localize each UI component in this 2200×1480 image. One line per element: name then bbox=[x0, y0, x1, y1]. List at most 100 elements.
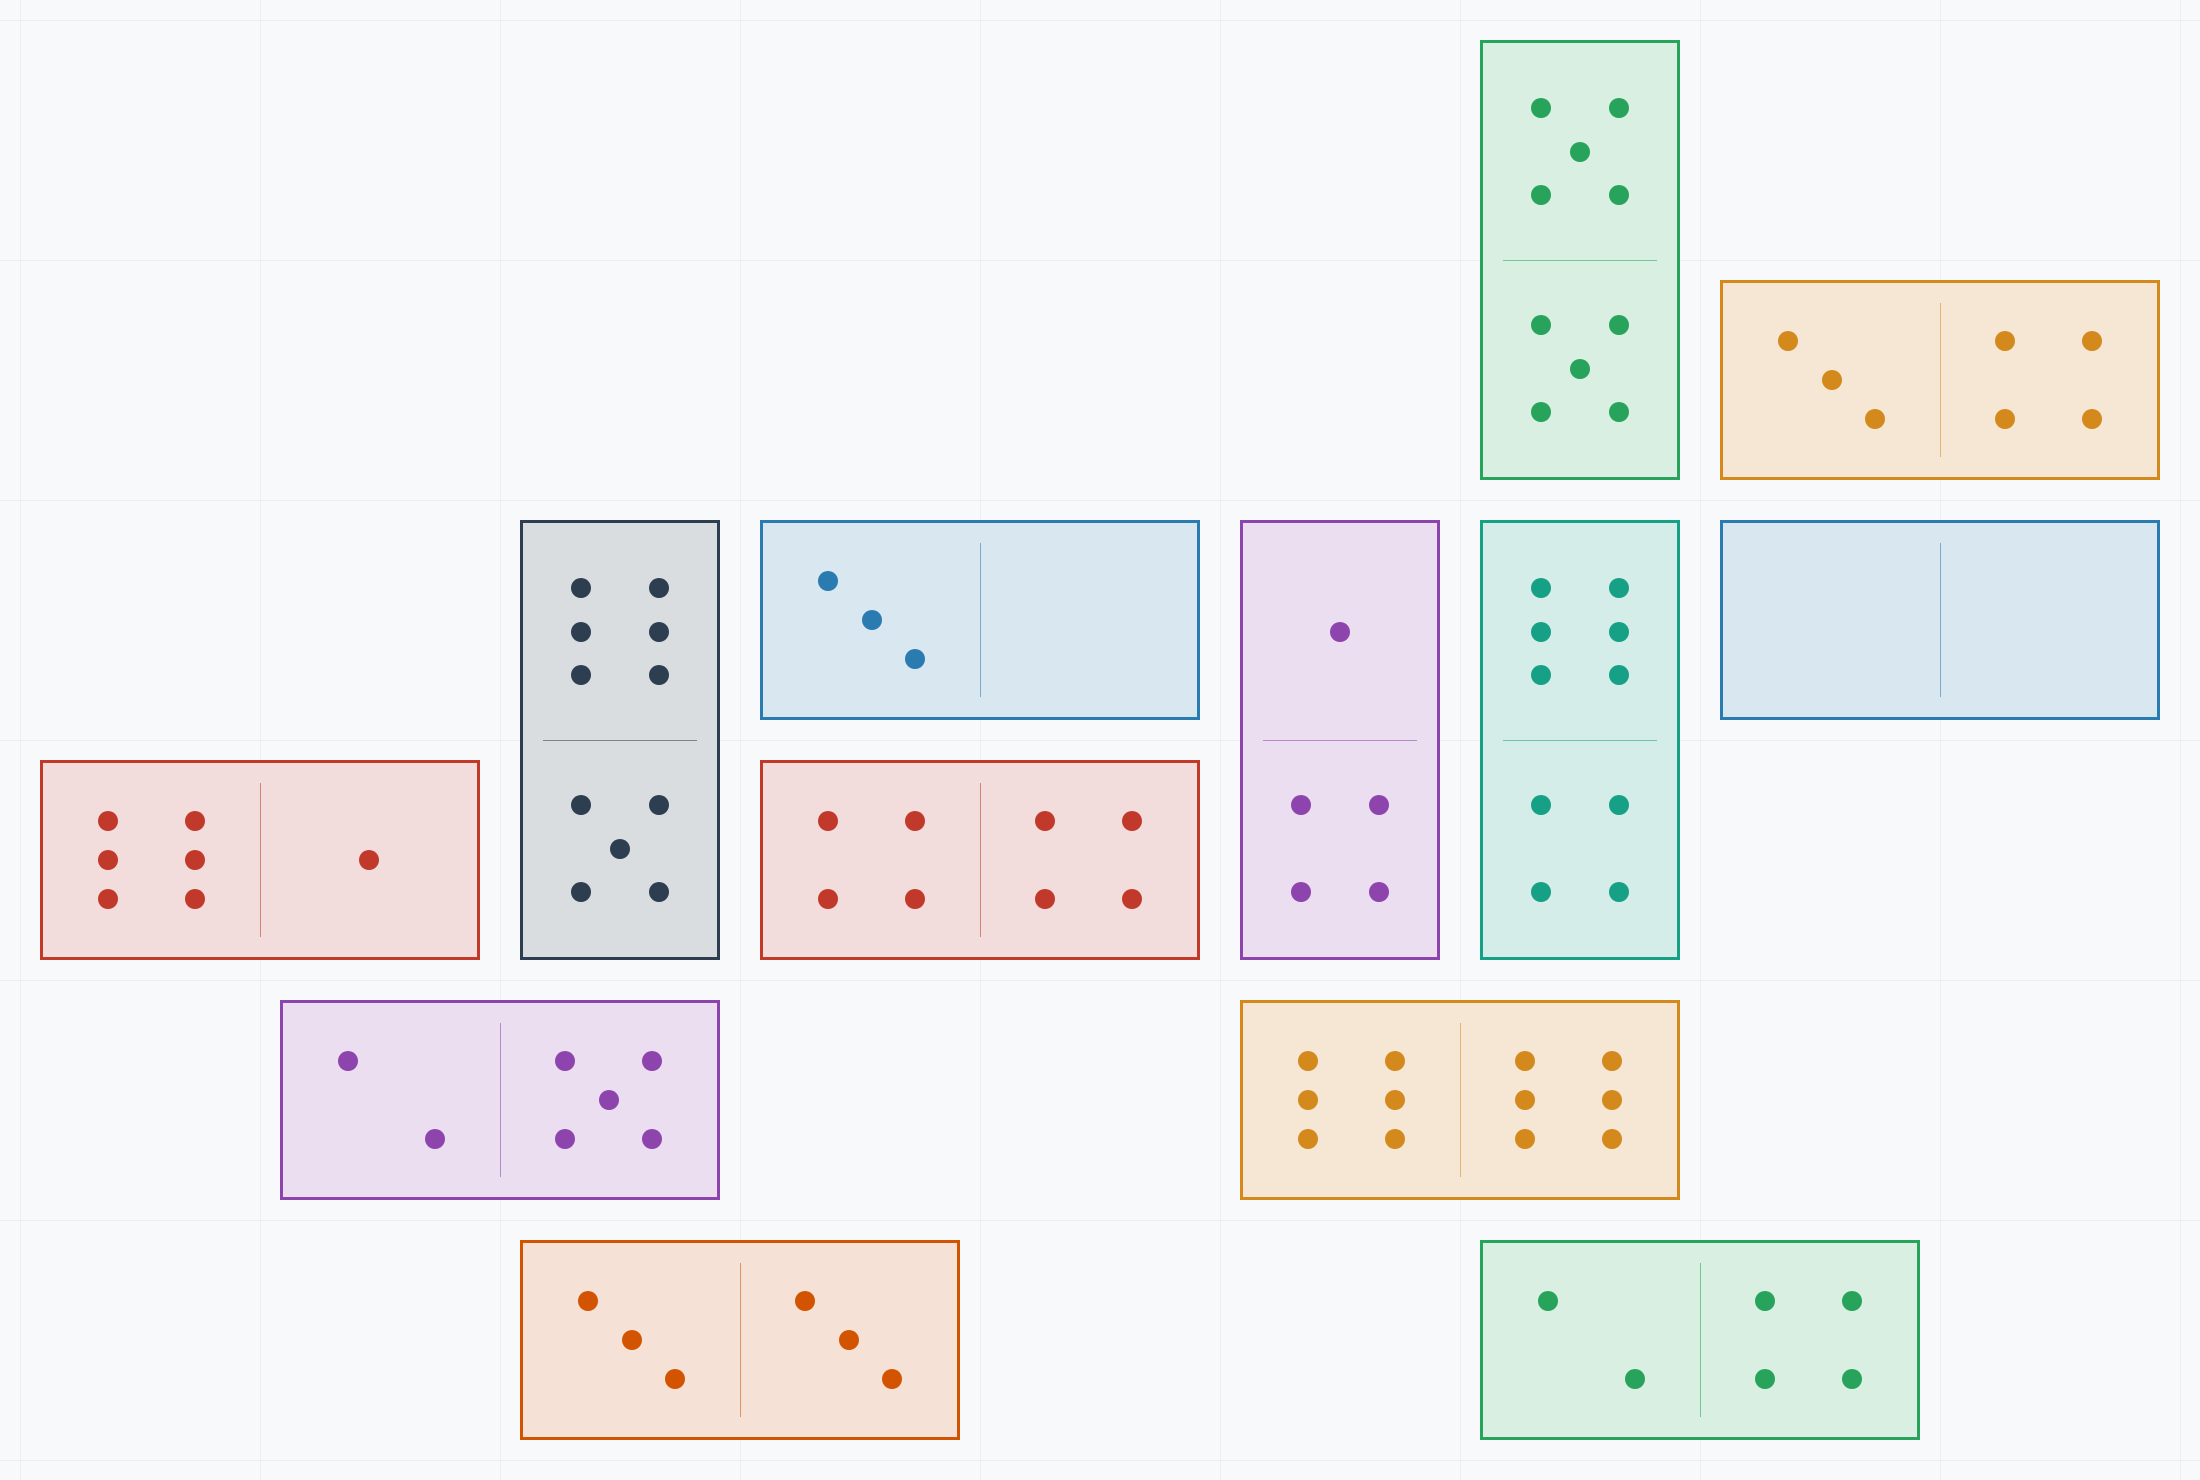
pip bbox=[1531, 315, 1552, 336]
domino-divider bbox=[1939, 543, 1941, 697]
domino-1-4[interactable] bbox=[1240, 520, 1440, 960]
pip bbox=[1384, 1090, 1405, 1110]
pip bbox=[1608, 98, 1629, 119]
pip bbox=[838, 1330, 859, 1350]
pip bbox=[1778, 331, 1799, 352]
pip bbox=[184, 811, 205, 832]
pip bbox=[184, 888, 205, 909]
domino-5-5[interactable] bbox=[1480, 40, 1680, 480]
pip bbox=[1531, 664, 1552, 685]
pip bbox=[1821, 370, 1842, 390]
domino-2-4[interactable] bbox=[1480, 1240, 1920, 1440]
pip bbox=[358, 850, 379, 870]
pip bbox=[98, 888, 119, 909]
pip bbox=[1298, 1128, 1319, 1149]
pip bbox=[1538, 1291, 1559, 1312]
pip bbox=[1608, 621, 1629, 642]
domino-half-b bbox=[1940, 523, 2157, 717]
domino-6-6[interactable] bbox=[1240, 1000, 1680, 1200]
domino-6-4[interactable] bbox=[1480, 520, 1680, 960]
pip bbox=[1608, 578, 1629, 599]
domino-0-0[interactable] bbox=[1720, 520, 2160, 720]
domino-half-b bbox=[500, 1003, 717, 1197]
domino-half-a bbox=[763, 763, 980, 957]
domino-2-5[interactable] bbox=[280, 1000, 720, 1200]
domino-half-a bbox=[1243, 1003, 1460, 1197]
domino-half-b bbox=[1940, 283, 2157, 477]
pip bbox=[1531, 881, 1552, 902]
domino-divider bbox=[1503, 739, 1657, 741]
pip bbox=[648, 881, 669, 902]
pip bbox=[1755, 1291, 1776, 1312]
pip bbox=[648, 621, 669, 642]
pip bbox=[98, 811, 119, 832]
pip bbox=[571, 881, 592, 902]
domino-divider bbox=[1699, 1263, 1701, 1417]
pip bbox=[1570, 358, 1590, 379]
domino-divider bbox=[1939, 303, 1941, 457]
pip bbox=[861, 610, 882, 630]
pip bbox=[641, 1128, 662, 1149]
pip bbox=[1298, 1051, 1319, 1072]
domino-half-a bbox=[43, 763, 260, 957]
domino-3-0[interactable] bbox=[760, 520, 1200, 720]
pip bbox=[1368, 881, 1389, 902]
pip bbox=[881, 1368, 902, 1389]
domino-divider bbox=[259, 783, 261, 937]
pip bbox=[555, 1128, 576, 1149]
pip bbox=[184, 850, 205, 870]
pip bbox=[1608, 664, 1629, 685]
pip bbox=[1995, 331, 2016, 352]
pip bbox=[1515, 1090, 1536, 1110]
pip bbox=[641, 1051, 662, 1072]
domino-3-4[interactable] bbox=[1720, 280, 2160, 480]
pip bbox=[571, 664, 592, 685]
pip bbox=[1608, 184, 1629, 205]
domino-half-a bbox=[1723, 283, 1940, 477]
pip bbox=[1755, 1368, 1776, 1389]
pip bbox=[1531, 621, 1552, 642]
domino-half-a bbox=[1483, 1243, 1700, 1437]
pip bbox=[1298, 1090, 1319, 1110]
domino-divider bbox=[1459, 1023, 1461, 1177]
pip bbox=[1608, 881, 1629, 902]
domino-divider bbox=[1503, 259, 1657, 261]
pip bbox=[1531, 578, 1552, 599]
pip bbox=[904, 811, 925, 832]
domino-half-a bbox=[1243, 523, 1437, 740]
domino-half-a bbox=[283, 1003, 500, 1197]
domino-6-1[interactable] bbox=[40, 760, 480, 960]
pip bbox=[1601, 1128, 1622, 1149]
pip bbox=[664, 1368, 685, 1389]
domino-3-3[interactable] bbox=[520, 1240, 960, 1440]
domino-half-a bbox=[1723, 523, 1940, 717]
domino-4-4[interactable] bbox=[760, 760, 1200, 960]
pip bbox=[338, 1051, 359, 1072]
pip bbox=[1601, 1051, 1622, 1072]
pip bbox=[648, 795, 669, 816]
pip bbox=[1624, 1368, 1645, 1389]
pip bbox=[1570, 141, 1590, 162]
pip bbox=[1608, 795, 1629, 816]
domino-half-a bbox=[523, 523, 717, 740]
pip bbox=[1841, 1291, 1862, 1312]
pip bbox=[2081, 331, 2102, 352]
pip bbox=[571, 578, 592, 599]
domino-half-b bbox=[980, 763, 1197, 957]
domino-half-b bbox=[260, 763, 477, 957]
pip bbox=[571, 795, 592, 816]
pip bbox=[1531, 98, 1552, 119]
domino-half-b bbox=[1700, 1243, 1917, 1437]
pip bbox=[1330, 621, 1350, 642]
pip bbox=[555, 1051, 576, 1072]
domino-half-b bbox=[740, 1243, 957, 1437]
pip bbox=[571, 621, 592, 642]
pip bbox=[1368, 795, 1389, 816]
pip bbox=[1035, 811, 1056, 832]
domino-half-b bbox=[1243, 740, 1437, 957]
domino-6-5[interactable] bbox=[520, 520, 720, 960]
pip bbox=[1995, 408, 2016, 429]
domino-half-b bbox=[1483, 260, 1677, 477]
pip bbox=[1531, 184, 1552, 205]
